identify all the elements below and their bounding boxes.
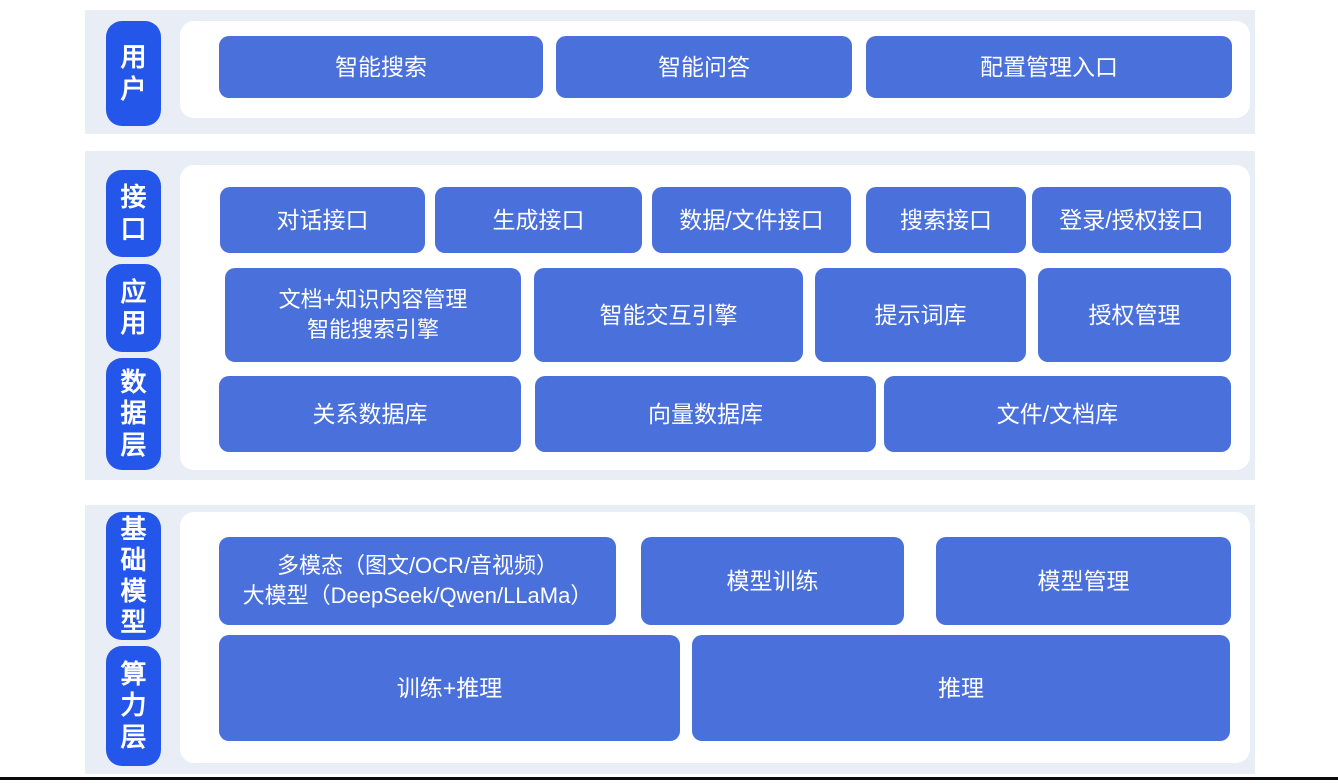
layer-label-compute: 算力层 bbox=[106, 646, 161, 766]
block-login-auth-interface: 登录/授权接口 bbox=[1032, 187, 1231, 253]
block-multimodal-large-model-line1: 多模态（图文/OCR/音视频） bbox=[276, 553, 559, 579]
block-multimodal-large-model: 多模态（图文/OCR/音视频） 大模型（DeepSeek/Qwen/LLaMa） bbox=[219, 537, 616, 625]
block-search-interface: 搜索接口 bbox=[866, 187, 1026, 253]
block-data-file-interface: 数据/文件接口 bbox=[652, 187, 851, 253]
block-multimodal-large-model-line2: 大模型（DeepSeek/Qwen/LLaMa） bbox=[242, 583, 593, 608]
block-smart-interaction-engine-label: 智能交互引擎 bbox=[599, 301, 738, 328]
block-doc-knowledge-search-engine-line1: 文档+知识内容管理 bbox=[278, 287, 468, 313]
block-dialog-interface-label: 对话接口 bbox=[276, 206, 369, 233]
layer-label-data: 数据层 bbox=[106, 358, 161, 470]
block-smart-search-label: 智能搜索 bbox=[335, 53, 427, 80]
layer-label-interface: 接口 bbox=[106, 170, 161, 257]
block-data-file-interface-label: 数据/文件接口 bbox=[679, 206, 824, 233]
block-config-management-entry-label: 配置管理入口 bbox=[980, 53, 1118, 80]
layer-label-user-text: 用户 bbox=[120, 42, 147, 104]
block-dialog-interface: 对话接口 bbox=[220, 187, 425, 253]
block-file-document-library: 文件/文档库 bbox=[884, 376, 1231, 452]
layer-label-interface-text: 接口 bbox=[120, 182, 147, 244]
block-model-training: 模型训练 bbox=[641, 537, 904, 625]
block-relational-database-label: 关系数据库 bbox=[312, 400, 428, 427]
block-smart-search: 智能搜索 bbox=[219, 36, 543, 98]
bottom-border-line bbox=[0, 777, 1338, 780]
block-login-auth-interface-label: 登录/授权接口 bbox=[1059, 206, 1204, 233]
block-training-inference: 训练+推理 bbox=[219, 635, 680, 741]
block-authorization-management-label: 授权管理 bbox=[1088, 301, 1181, 328]
layer-label-user: 用户 bbox=[106, 21, 161, 126]
block-vector-database-label: 向量数据库 bbox=[648, 400, 763, 427]
block-config-management-entry: 配置管理入口 bbox=[866, 36, 1232, 98]
block-doc-knowledge-search-engine: 文档+知识内容管理 智能搜索引擎 bbox=[225, 268, 521, 362]
layer-label-foundation-model-text: 基础模型 bbox=[120, 513, 147, 638]
block-doc-knowledge-search-engine-line2: 智能搜索引擎 bbox=[306, 317, 439, 342]
layer-label-application: 应用 bbox=[106, 264, 161, 352]
block-prompt-library-label: 提示词库 bbox=[874, 301, 967, 328]
block-vector-database: 向量数据库 bbox=[535, 376, 876, 452]
block-search-interface-label: 搜索接口 bbox=[900, 206, 992, 233]
block-file-document-library-label: 文件/文档库 bbox=[996, 400, 1119, 427]
layer-label-compute-text: 算力层 bbox=[120, 659, 147, 752]
layer-label-application-text: 应用 bbox=[120, 276, 147, 338]
block-model-management: 模型管理 bbox=[936, 537, 1231, 625]
block-smart-interaction-engine: 智能交互引擎 bbox=[534, 268, 803, 362]
block-model-management-label: 模型管理 bbox=[1037, 567, 1130, 594]
block-generation-interface-label: 生成接口 bbox=[492, 206, 585, 233]
block-relational-database: 关系数据库 bbox=[219, 376, 521, 452]
block-prompt-library: 提示词库 bbox=[815, 268, 1026, 362]
block-training-inference-label: 训练+推理 bbox=[396, 674, 503, 701]
layer-label-data-text: 数据层 bbox=[120, 367, 147, 460]
layer-label-foundation-model: 基础模型 bbox=[106, 512, 161, 640]
block-generation-interface: 生成接口 bbox=[435, 187, 642, 253]
block-smart-qa: 智能问答 bbox=[556, 36, 852, 98]
block-authorization-management: 授权管理 bbox=[1038, 268, 1231, 362]
block-smart-qa-label: 智能问答 bbox=[658, 53, 750, 80]
block-inference: 推理 bbox=[692, 635, 1230, 741]
block-inference-label: 推理 bbox=[938, 674, 984, 701]
block-model-training-label: 模型训练 bbox=[726, 567, 819, 594]
